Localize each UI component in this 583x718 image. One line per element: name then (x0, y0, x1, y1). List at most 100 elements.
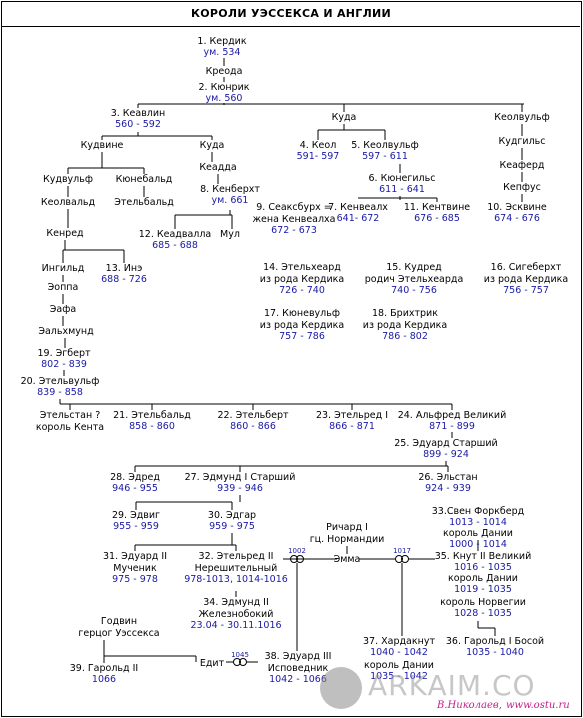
person-nKeolvald: Кеолвальд (0, 197, 148, 208)
person-name: Мученик (113, 563, 157, 574)
reign-years: 899 - 924 (423, 449, 469, 460)
person-name: Кеадда (199, 162, 237, 173)
author-credit: В.Николаев, (437, 700, 502, 711)
person-name: Нерешительный (194, 563, 278, 574)
reign-years: 757 - 786 (279, 331, 325, 342)
person-nEafa: Эафа (0, 304, 143, 315)
person-name: Ингильд (41, 263, 85, 274)
reign-years: 1035 - 1042 (370, 671, 428, 682)
person-name: Кеолвульф (494, 112, 550, 123)
marriage-rings-icon (296, 555, 304, 563)
reign-years: 1019 - 1035 (454, 584, 512, 595)
person-name: 7. Кенвеалх (328, 202, 388, 213)
marriage-rings-icon (233, 658, 241, 666)
person-name: 33.Свен Форкберд (431, 506, 525, 517)
person-nEthelstan1b: король Кента (0, 422, 150, 433)
reign-years: 1028 - 1035 (454, 608, 512, 619)
person-name: из рода Кердика (483, 274, 569, 285)
person-name: 12. Кеадвалла (138, 229, 212, 240)
person-n16: 16. Сигеберхт (446, 262, 583, 273)
marriage-rings-icon (401, 555, 409, 563)
reign-years: 1042 - 1066 (269, 674, 327, 685)
person-name: король Норвегии (440, 597, 526, 608)
reign-years: 1035 - 1040 (466, 647, 524, 658)
marriage-year: 1002 (288, 547, 306, 555)
person-name: 2. Кюнрик (198, 82, 250, 93)
person-name: 1. Кердик (197, 36, 247, 47)
person-name: 11. Кентвине (403, 202, 471, 213)
person-nEalhmund: Эальхмунд (0, 326, 146, 337)
person-name: 6. Кюнегильс (368, 173, 436, 184)
reign-years: 685 - 688 (152, 240, 198, 251)
person-n34: 34. Эдмунд II (156, 597, 316, 608)
person-n38: 38. Эдуард III (218, 651, 378, 662)
person-n15: 15. Кудред (334, 262, 494, 273)
person-nKeolv1: Кеолвульф (442, 112, 583, 123)
person-name: 10. Эсквине (487, 202, 547, 213)
person-name: Кудвине (80, 140, 124, 151)
person-name: 21. Этельбальд (113, 410, 191, 421)
marriage-rings-icon (290, 555, 298, 563)
reign-years: 672 - 673 (271, 225, 317, 236)
reign-years: 674 - 676 (494, 213, 540, 224)
person-name: король Дании (364, 660, 434, 671)
person-name: Кеолвальд (40, 197, 96, 208)
person-name: 25. Эдуард Старший (394, 438, 498, 449)
person-nKunebald: Кюнебальд (64, 174, 224, 185)
person-nKuda1: Куда (264, 112, 424, 123)
person-name: из рода Кердика (362, 320, 448, 331)
person-nKeaferd: Кеаферд (442, 160, 583, 171)
person-name: 27. Эдмунд I Старший (184, 472, 296, 483)
person-nKudvulf: Кудвульф (0, 174, 148, 185)
person-nKeadda: Кеадда (138, 162, 298, 173)
person-name: Железнобокий (198, 609, 274, 620)
person-nEthelstan1: Этельстан ? (0, 410, 150, 421)
marriage-year: 1017 (393, 547, 411, 555)
person-name: Куда (199, 140, 225, 151)
person-n17: 17. Кюневульф (222, 308, 382, 319)
site-credit: www.ostu.ru (506, 700, 570, 711)
person-name: 17. Кюневульф (264, 308, 340, 319)
reign-years: 756 - 757 (503, 285, 549, 296)
person-name: король Дании (448, 573, 518, 584)
title-bar: КОРОЛИ УЭССЕКСА И АНГЛИИ (2, 2, 580, 27)
reign-years: 23.04 - 30.11.1016 (190, 620, 282, 631)
person-name: 5. Кеолвульф (351, 140, 419, 151)
reign-years: 959 - 975 (209, 521, 255, 532)
reign-years: 560 - 592 (115, 119, 161, 130)
reign-years: 786 - 802 (382, 331, 428, 342)
person-name: Годвин (100, 616, 138, 627)
person-name: 36. Гарольд I Босой (445, 636, 545, 647)
watermark-text: ARKAIM.CO (368, 669, 536, 702)
person-nEdit: Едит (132, 658, 292, 669)
person-n1a: Креода (144, 66, 304, 77)
reign-years: 955 - 959 (113, 521, 159, 532)
person-nRichardb: гц. Нормандии (267, 534, 427, 545)
person-name: король Дании (443, 528, 513, 539)
